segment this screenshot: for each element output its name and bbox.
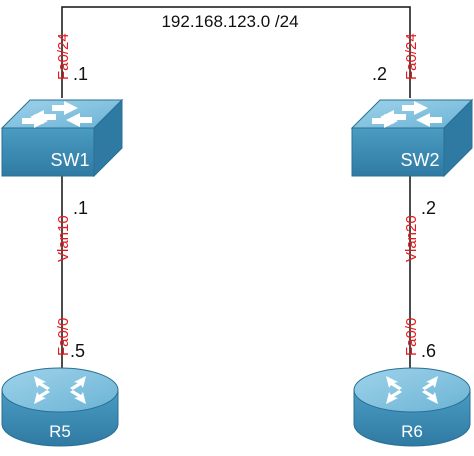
router-icon — [1, 367, 119, 447]
r5-label: R5 — [49, 422, 71, 441]
switch-icon — [0, 98, 124, 178]
switch-sw2[interactable]: SW2 — [350, 98, 474, 178]
subnet-label: 192.168.123.0 /24 — [161, 12, 298, 31]
sw2-uplink-interface: Fa0/24 — [403, 33, 420, 80]
sw1-uplink-interface: Fa0/24 — [55, 33, 72, 80]
sw2-downlink-ip: .2 — [421, 198, 436, 218]
router-icon — [353, 367, 471, 447]
r5-interface: Fa0/0 — [55, 318, 72, 356]
sw1-uplink-ip: .1 — [73, 64, 88, 84]
subnet-link — [61, 6, 411, 98]
sw1-downlink-interface: Vlan10 — [55, 215, 72, 262]
router-r5[interactable]: R5 — [1, 367, 119, 447]
r6-interface: Fa0/0 — [403, 318, 420, 356]
sw1-label: SW1 — [50, 150, 89, 170]
sw2-downlink-interface: Vlan20 — [403, 215, 420, 262]
r6-label: R6 — [401, 422, 423, 441]
sw2-label: SW2 — [400, 150, 439, 170]
router-r6[interactable]: R6 — [353, 367, 471, 447]
switch-icon — [350, 98, 474, 178]
sw1-downlink-ip: .1 — [73, 198, 88, 218]
switch-sw1[interactable]: SW1 — [0, 98, 124, 178]
sw2-uplink-ip: .2 — [372, 64, 387, 84]
r5-ip: .5 — [70, 341, 85, 361]
r6-ip: .6 — [421, 341, 436, 361]
